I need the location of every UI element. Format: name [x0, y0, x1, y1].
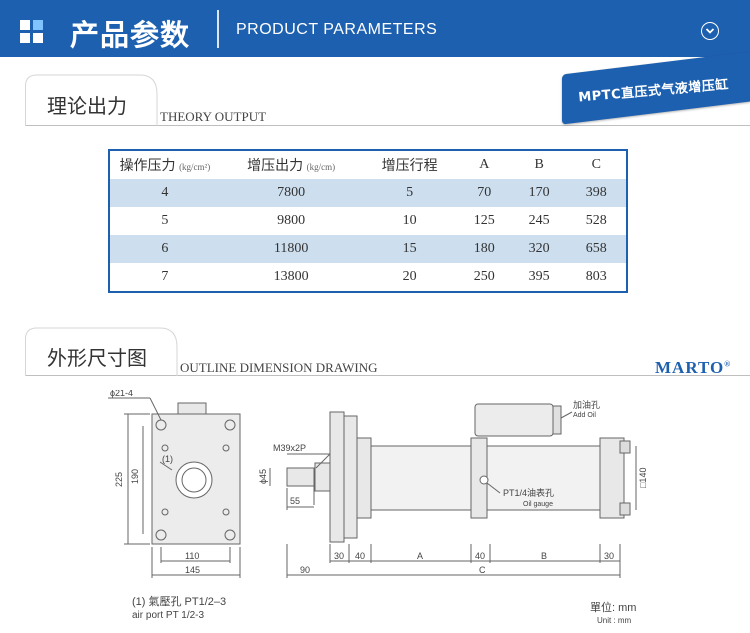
air-port-label-en: air port PT 1/2-3 [132, 610, 205, 621]
theory-title-cn: 理论出力 [47, 94, 127, 118]
cell-c: 528 [585, 213, 607, 228]
cell-pressure: 7 [161, 269, 169, 284]
page-subtitle: PRODUCT PARAMETERS [236, 21, 438, 38]
cell-pressure: 6 [109, 235, 220, 263]
table-row: 7 13800 20 250 395 803 [109, 263, 627, 292]
section-tab-outline [25, 327, 178, 376]
dim-30-front: 30 [334, 551, 344, 561]
cell-force: 13800 [273, 269, 309, 284]
section-tab-outline [25, 74, 158, 126]
theory-title-en: THEORY OUTPUT [160, 109, 267, 124]
brand-logo: MARTO® [655, 358, 732, 377]
dim-145: 145 [185, 565, 200, 575]
cell-c: 803 [585, 269, 607, 284]
add-oil-label-en: Add Oil [573, 412, 596, 419]
thread-label: M39x2P [273, 443, 306, 453]
cell-b: 245 [528, 213, 550, 228]
cell-a: 180 [456, 235, 512, 263]
cell-stroke: 5 [362, 179, 457, 207]
dim-40-front: 40 [355, 551, 365, 561]
dim-40-mid: 40 [475, 551, 485, 561]
dim-110: 110 [185, 551, 199, 561]
cell-pressure: 4 [109, 179, 220, 207]
dim-rod-diameter: ϕ45 [258, 469, 268, 484]
cell-c: 658 [566, 235, 627, 263]
expand-chevron-button[interactable] [701, 22, 719, 40]
dim-190: 190 [130, 469, 140, 484]
oil-gauge-label-en: Oil gauge [523, 501, 553, 508]
cell-stroke: 10 [402, 213, 417, 228]
dim-c: C [479, 565, 486, 575]
dim-225: 225 [114, 472, 124, 487]
table-row: 5 9800 10 125 245 528 [109, 207, 627, 235]
cell-stroke: 15 [362, 235, 457, 263]
col-header-pressure: 操作压力 (kg/cm²) [119, 159, 211, 174]
chevron-down-icon [705, 28, 715, 34]
cell-c: 398 [566, 179, 627, 207]
page-title: 产品参数 [70, 18, 191, 52]
air-port-label-cn: (1) 氣壓孔 PT1/2–3 [132, 594, 226, 608]
grid-logo-icon [20, 20, 43, 43]
dim-b: B [541, 551, 547, 561]
dim-55: 55 [290, 496, 300, 506]
col-header-b: B [534, 157, 544, 172]
cell-force: 7800 [219, 179, 363, 207]
cell-pressure: 5 [161, 213, 169, 228]
table-row: 4 7800 5 70 170 398 [109, 179, 627, 207]
cell-a: 70 [456, 179, 512, 207]
dim-30-rear: 30 [604, 551, 614, 561]
cell-b: 320 [511, 235, 567, 263]
header-divider [217, 10, 219, 48]
outline-dimension-drawing: ϕ21-4 225 190 (1) 110 145 (1) 氣壓孔 PT1/2–… [108, 390, 648, 625]
col-header-stroke: 增压行程 [381, 159, 438, 174]
table-header-row: 操作压力 (kg/cm²) 增压出力 (kg/cm) 增压行程 A B C [109, 150, 627, 179]
outline-section-rule [25, 375, 750, 376]
col-header-c: C [591, 157, 601, 172]
add-oil-label-cn: 加油孔 [573, 399, 600, 410]
oil-gauge-label-cn: PT1/4油表孔 [503, 487, 554, 498]
outline-title-cn: 外形尺寸图 [47, 346, 147, 370]
table-row: 6 11800 15 180 320 658 [109, 235, 627, 263]
col-header-force: 增压出力 (kg/cm) [247, 159, 336, 174]
unit-label-en: Unit : mm [597, 616, 632, 625]
dim-90: 90 [300, 565, 310, 575]
cell-stroke: 20 [402, 269, 417, 284]
parameters-table: 操作压力 (kg/cm²) 增压出力 (kg/cm) 增压行程 A B C 4 … [108, 149, 628, 293]
dim-bolt-holes: ϕ21-4 [110, 390, 133, 398]
cell-b: 170 [511, 179, 567, 207]
unit-label-cn: 單位: mm [590, 600, 636, 614]
cell-a: 125 [473, 213, 495, 228]
col-header-a: A [479, 157, 490, 172]
cell-force: 11800 [219, 235, 363, 263]
cell-a: 250 [473, 269, 495, 284]
port-marker: (1) [162, 454, 173, 464]
cell-b: 395 [528, 269, 550, 284]
theory-section-rule [25, 125, 750, 126]
outline-title-en: OUTLINE DIMENSION DRAWING [180, 360, 378, 375]
cell-force: 9800 [277, 213, 306, 228]
page-header: 产品参数 PRODUCT PARAMETERS [0, 0, 750, 57]
dim-a: A [417, 551, 423, 561]
dim-140: □140 [638, 468, 648, 488]
